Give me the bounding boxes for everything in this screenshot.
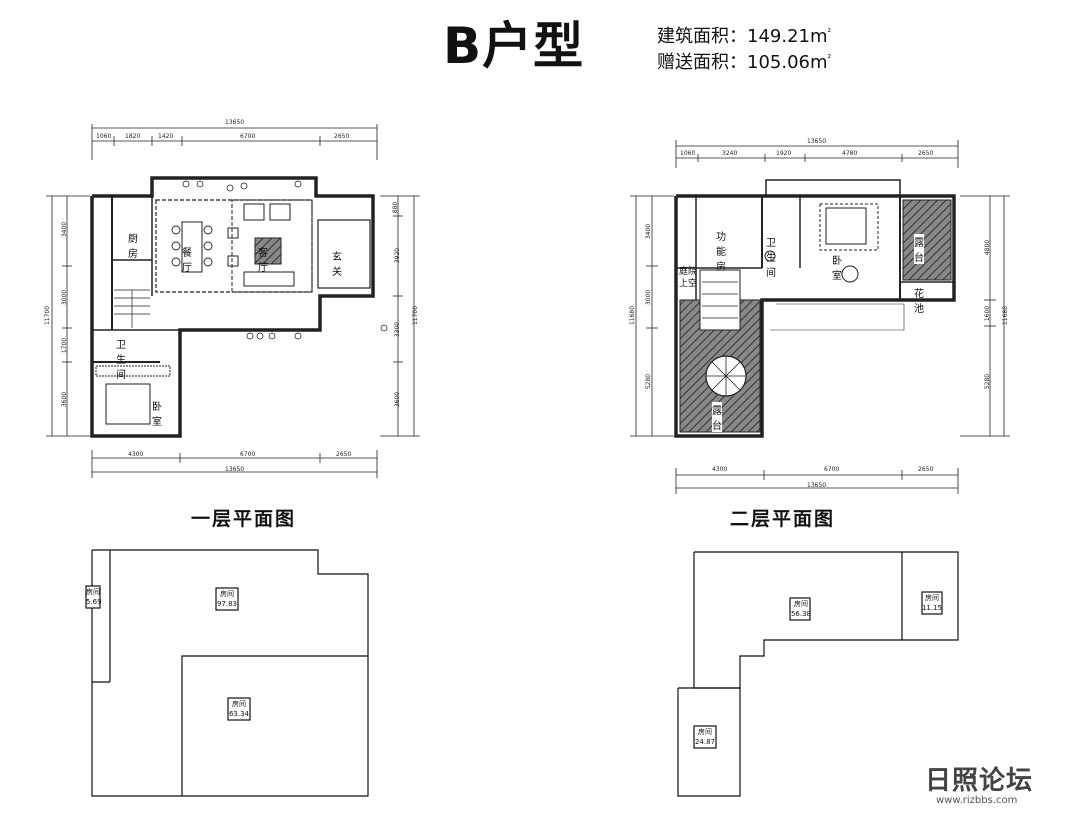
dim-text: 13650 xyxy=(225,466,245,473)
room-dining: 餐厅 xyxy=(182,248,192,274)
dim-text: 4780 xyxy=(842,150,858,157)
dim-text: 13650 xyxy=(807,482,827,489)
dim-text: 1060 xyxy=(96,133,112,140)
watermark-url: www.rizbbs.com xyxy=(936,795,1018,806)
dim-text: 3600 xyxy=(394,391,402,408)
room-entry: 玄关 xyxy=(332,252,342,278)
dim-text: 2650 xyxy=(334,133,350,140)
dim-text: 1820 xyxy=(125,133,141,140)
dim-text: 13650 xyxy=(225,119,245,126)
area-diagram-1 xyxy=(85,549,369,797)
dim-text: 13650 xyxy=(807,138,827,145)
dim-text: 1920 xyxy=(776,150,792,157)
floor1-caption: 一层平面图 xyxy=(191,508,297,530)
gift-area-label: 赠送面积： xyxy=(657,52,747,73)
dim-text: 6700 xyxy=(240,451,256,458)
dim-text: 3400 xyxy=(645,223,653,240)
room-courtyard-void: 庭院上空 xyxy=(679,267,698,289)
gift-area: 赠送面积：105.06m² xyxy=(657,46,831,76)
dim-text: 3000 xyxy=(645,289,653,306)
room-kitchen: 厨房 xyxy=(128,234,138,260)
dim-text: 1700 xyxy=(61,337,69,354)
watermark-logo: 日照论坛 xyxy=(925,766,1034,796)
dim-text: 11700 xyxy=(44,305,52,326)
room-bedroom: 卧室 xyxy=(152,402,162,428)
dim-text: 4300 xyxy=(128,451,144,458)
dim-text: 3600 xyxy=(61,391,69,408)
dim-text: 3400 xyxy=(61,221,69,238)
dim-text: 11680 xyxy=(629,305,637,326)
dim-text: 1060 xyxy=(680,150,696,157)
dim-text: 6700 xyxy=(824,466,840,473)
dim-text: 1600 xyxy=(984,305,992,322)
room-bedroom: 卧室 xyxy=(832,256,842,282)
gift-area-unit: ² xyxy=(827,54,832,64)
dim-text: 3000 xyxy=(61,289,69,306)
build-area-value: 149.21m xyxy=(747,26,828,47)
dim-text: 3300 xyxy=(394,321,402,338)
room-function: 功能房 xyxy=(716,232,726,273)
dim-text: 11680 xyxy=(1002,305,1010,326)
room-terrace-right: 露台 xyxy=(914,234,924,264)
dim-text: 2650 xyxy=(336,451,352,458)
build-area-unit: ² xyxy=(827,28,832,38)
dim-text: 3240 xyxy=(722,150,738,157)
dim-text: 880 xyxy=(392,201,400,214)
room-bathroom: 卫生间 xyxy=(766,238,776,279)
dim-text: 4300 xyxy=(712,466,728,473)
area-diagram-2 xyxy=(677,551,959,797)
dim-text: 3920 xyxy=(394,247,402,264)
gift-area-value: 105.06m xyxy=(747,52,828,73)
floor2-plan xyxy=(630,140,1010,494)
room-bathroom: 卫生间 xyxy=(116,340,126,381)
room-living: 客厅 xyxy=(258,248,268,274)
floor2-caption: 二层平面图 xyxy=(730,508,836,530)
dim-text: 11700 xyxy=(412,305,420,326)
dim-text: 5280 xyxy=(984,373,992,390)
dim-text: 5280 xyxy=(645,373,653,390)
dim-text: 2650 xyxy=(918,466,934,473)
room-terrace-left: 露台 xyxy=(712,402,722,432)
dim-text: 1420 xyxy=(158,133,174,140)
build-area: 建筑面积：149.21m² xyxy=(657,20,831,50)
build-area-label: 建筑面积： xyxy=(657,26,747,47)
room-flower-bed: 花池 xyxy=(914,289,924,315)
page-title: B户型 xyxy=(443,17,585,75)
dim-text: 4800 xyxy=(984,239,992,256)
floor1-plan xyxy=(46,124,420,478)
dim-text: 6700 xyxy=(240,133,256,140)
dim-text: 2650 xyxy=(918,150,934,157)
